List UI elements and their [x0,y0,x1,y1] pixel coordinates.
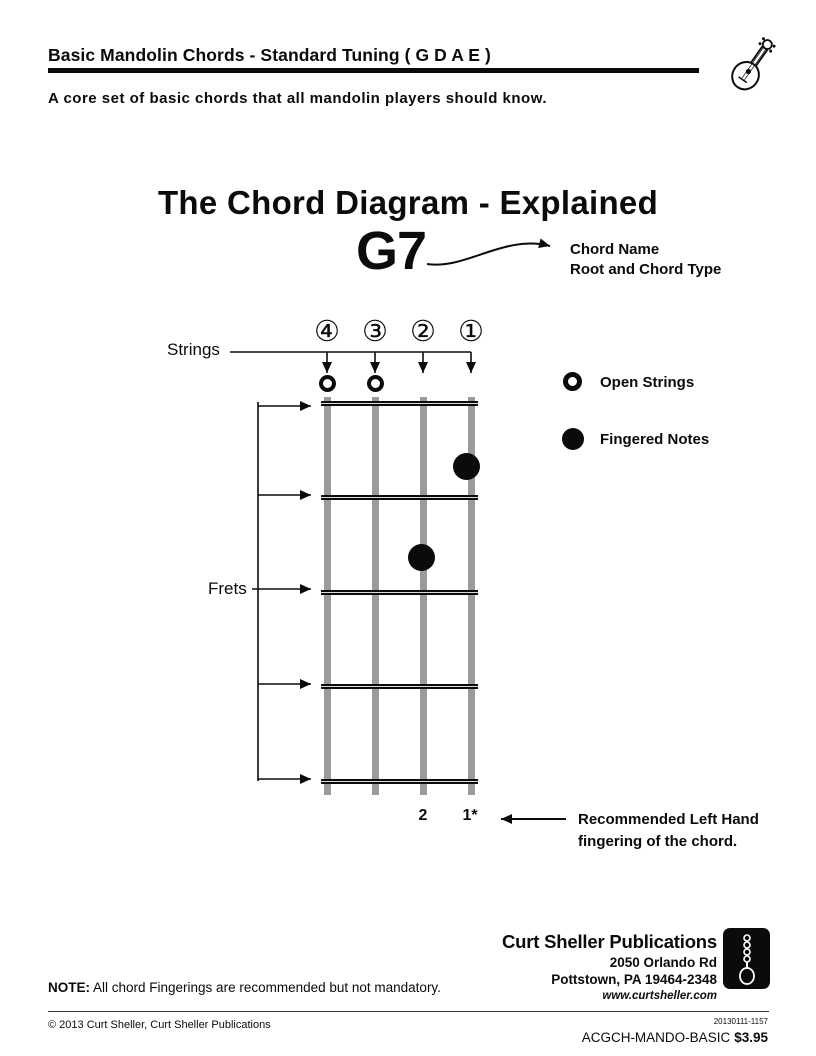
price: $3.95 [734,1030,768,1045]
fret-line [321,401,478,406]
sku-line: ACGCH-MANDO-BASIC$3.95 [582,1030,768,1045]
fingering-caption-line2: fingering of the chord. [578,832,738,850]
publisher-address-line1: 2050 Orlando Rd [609,955,717,970]
copyright: © 2013 Curt Sheller, Curt Sheller Public… [48,1019,271,1031]
footnote-label: NOTE: [48,980,90,995]
chord-caption-line1: Chord Name [570,241,660,258]
string-line [467,397,475,795]
string-line [371,397,379,795]
open-string-marker [366,374,384,392]
fingered-note-dot [452,452,480,480]
page-title: Basic Mandolin Chords - Standard Tuning … [48,45,491,65]
strings-label: Strings [167,340,220,359]
legend-fingered-dot [562,428,584,450]
publisher-name: Curt Sheller Publications [502,931,717,952]
page-subtitle: A core set of basic chords that all mand… [48,90,547,107]
legend-fingered-label: Fingered Notes [600,431,710,448]
publisher-block: Curt Sheller Publications 2050 Orlando R… [502,931,717,1002]
fret-line [321,779,478,784]
publisher-website: www.curtsheller.com [602,990,717,1002]
fret-line [321,495,478,500]
section-title: The Chord Diagram - Explained [157,184,659,221]
footer-divider [48,1011,769,1012]
chord-name-caption: Chord Name Root and Chord Type [570,240,721,280]
chord-name-arrow [426,238,551,266]
legend-open-circle [563,372,582,391]
chord-name: G7 [356,221,427,281]
legend-open-label: Open Strings [600,374,695,391]
string-line [323,397,331,795]
document-number: 20130111-1157 [713,1017,768,1026]
publisher-address-line2: Pottstown, PA 19464-2348 [551,972,717,987]
open-string-marker [318,374,336,392]
footnote-text: All chord Fingerings are recommended but… [90,980,441,995]
fret-line [321,590,478,595]
chord-caption-line2: Root and Chord Type [570,261,722,278]
publisher-logo-icon [738,934,755,985]
frets-pointer-arrows [252,401,311,784]
sku: ACGCH-MANDO-BASIC [581,1030,731,1045]
frets-label: Frets [208,579,247,598]
string-number-3: ③ [362,316,388,348]
fret-line [321,684,478,689]
string-number-4: ④ [314,316,340,348]
strings-pointer-arrows [230,351,476,373]
publisher-logo [723,928,770,989]
finger-number: 2 [418,807,428,824]
string-line [419,397,427,795]
fingering-caption-line1: Recommended Left Hand [578,811,759,828]
fingering-caption: Recommended Left Hand fingering of the c… [578,809,759,852]
footnote: NOTE: All chord Fingerings are recommend… [48,980,441,995]
string-number-1: ① [458,316,484,348]
fingered-note-dot [407,543,435,571]
finger-number: 1* [462,807,478,824]
mandolin-icon [712,34,794,96]
string-number-2: ② [410,316,436,348]
title-underline [48,68,699,73]
